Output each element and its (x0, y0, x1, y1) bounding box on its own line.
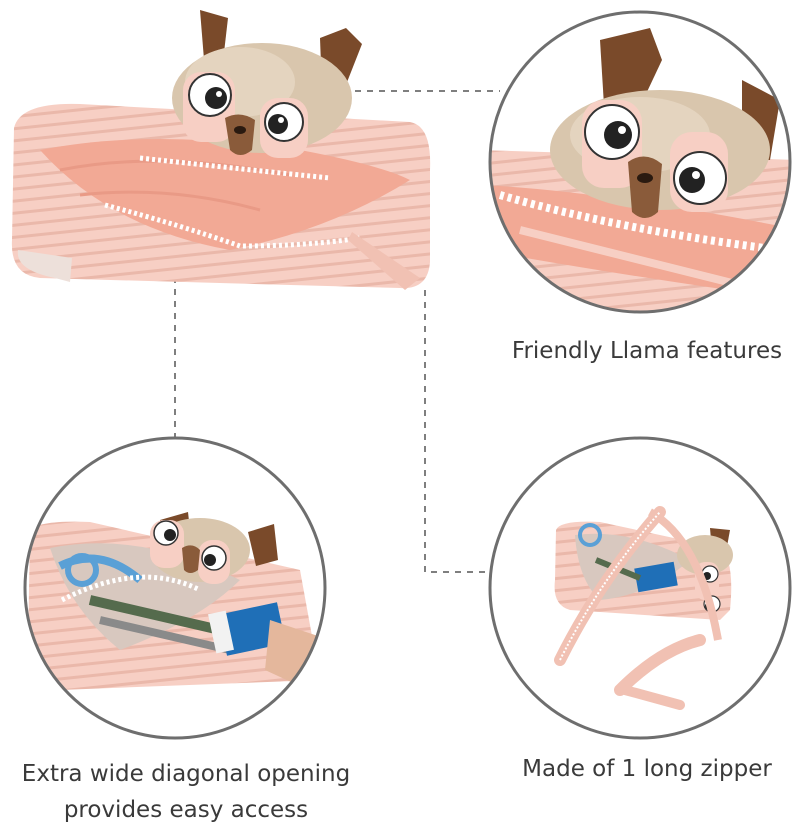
opening-circle-border (23, 436, 327, 740)
llama-features-circle-border (488, 10, 792, 314)
leader-line-zipper (424, 290, 490, 573)
zipper-circle-border (488, 436, 792, 740)
caption-opening: Extra wide diagonal opening provides eas… (0, 756, 372, 828)
llama-features-circle (488, 10, 792, 314)
caption-opening-line2: provides easy access (63, 797, 309, 823)
caption-llama-features: Friendly Llama features (511, 338, 783, 364)
caption-opening-line1: Extra wide diagonal opening (21, 761, 351, 787)
main-pouch (11, 10, 431, 290)
zipper-circle (488, 436, 792, 740)
opening-circle (23, 436, 327, 740)
caption-zipper: Made of 1 long zipper (522, 756, 772, 782)
